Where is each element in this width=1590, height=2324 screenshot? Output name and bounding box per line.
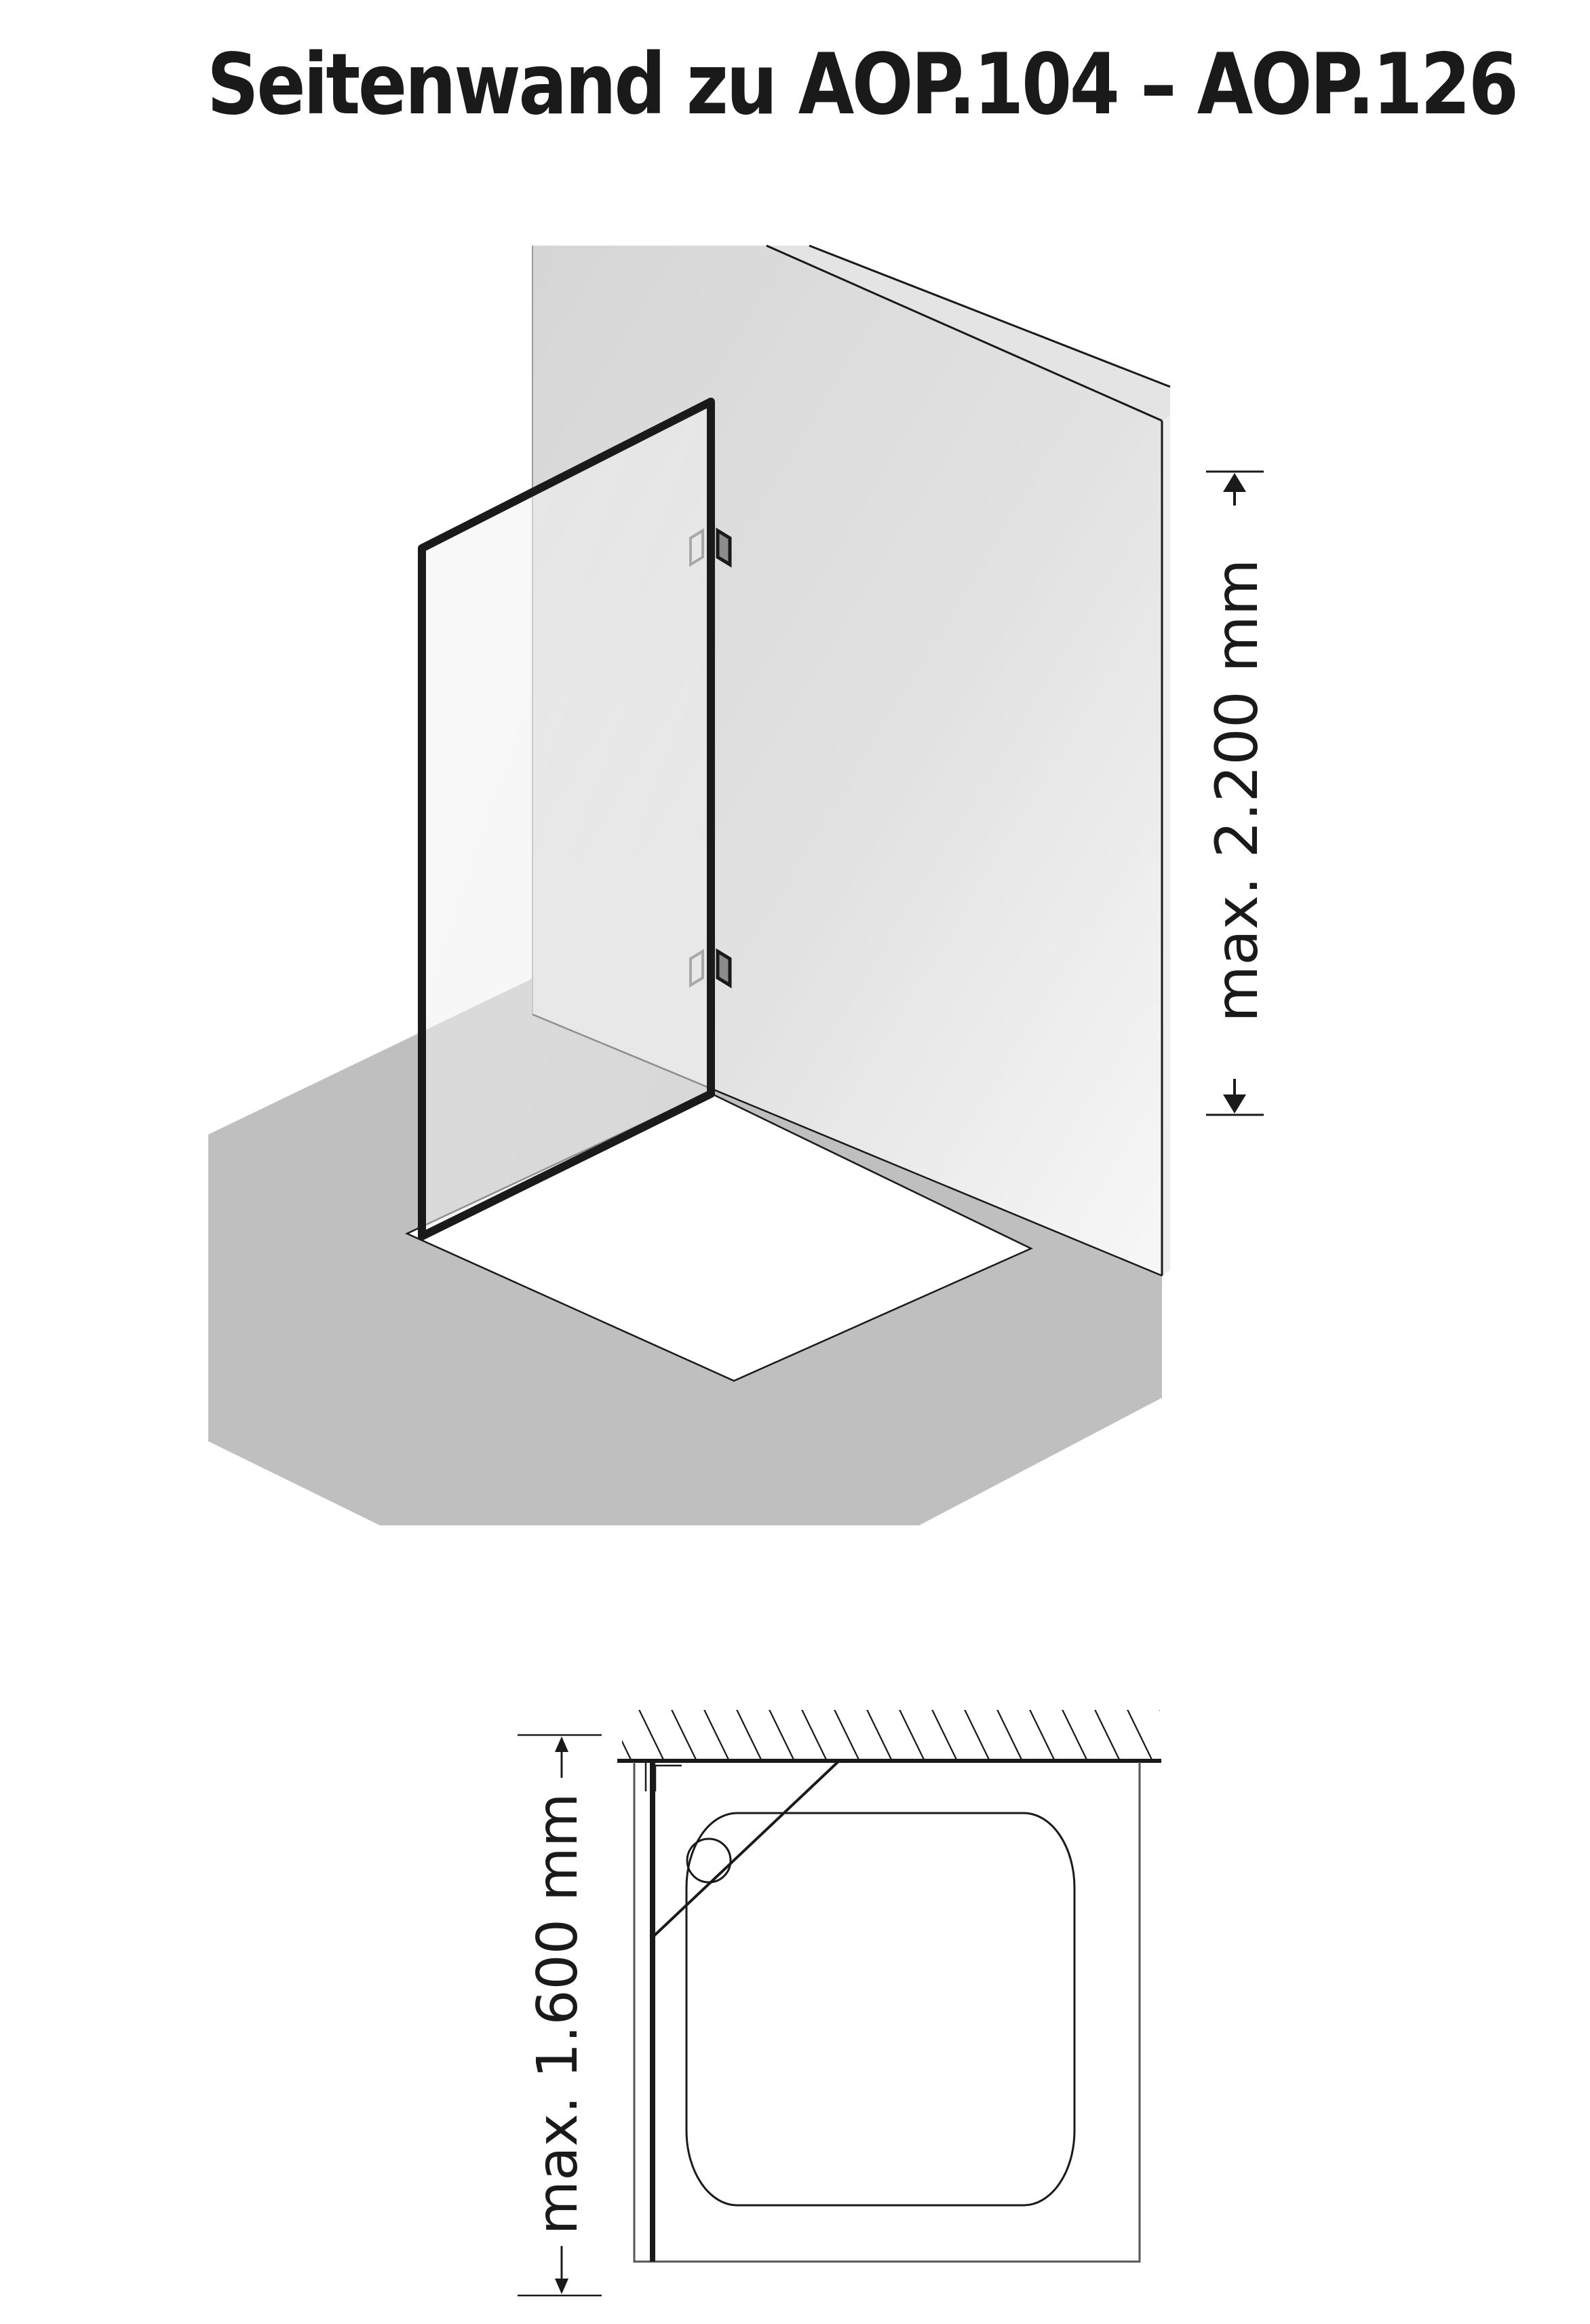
inner-basin [685,1812,1076,2207]
isometric-view: max. 2.200 mm [208,244,1271,1525]
page-title: Seitenwand zu AOP.104 – AOP.126 [207,36,1519,134]
glass-side-panel [418,398,715,1240]
height-dimension: max. 2.200 mm [1203,470,1271,1116]
width-dimension-label: max. 1.600 mm [526,1793,590,2234]
height-dimension-label: max. 2.200 mm [1203,558,1271,1022]
door-swing-line [651,1760,840,1939]
width-dimension: max. 1.600 mm [518,1734,602,2297]
wall-hinge-lower [689,948,732,989]
shower-tray-outline [633,1762,1141,2263]
back-wall-side-face [1162,415,1170,1276]
plan-view: max. 1.600 mm [518,1696,1161,2297]
wall-hinge-upper [689,527,732,568]
hatched-wall [619,1710,1160,1761]
drain [686,1837,732,1884]
